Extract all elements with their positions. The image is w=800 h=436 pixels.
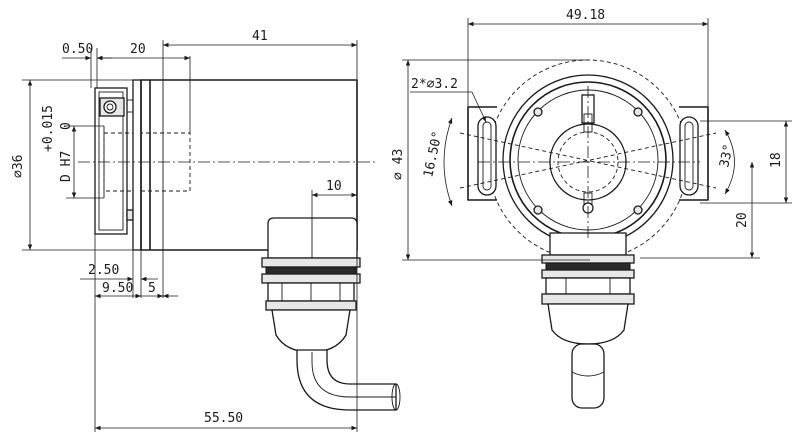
dim-41: 41	[252, 29, 268, 44]
clamp-ring-inner	[98, 91, 124, 231]
flange-plate	[132, 79, 142, 251]
gland-nut-top	[261, 257, 361, 268]
front-gland-body	[545, 277, 631, 295]
dim-49-18: 49.18	[566, 8, 605, 23]
dim-dia43: ⌀ 43	[391, 149, 406, 180]
dim-9-50: 9.50	[102, 281, 133, 296]
dim-angle-33: 33°	[717, 143, 737, 169]
dim-10: 10	[326, 179, 342, 194]
front-strain-relief	[547, 303, 629, 345]
encoder-housing	[140, 79, 358, 251]
dim-tolerance-lower: 0	[59, 122, 74, 130]
dim-20-top: 20	[130, 42, 146, 57]
tether-arm-right	[679, 106, 709, 201]
slot-right	[679, 116, 699, 196]
dim-holes: 2*⌀3.2	[411, 77, 458, 92]
gland-seal	[265, 266, 357, 275]
dim-20-right: 20	[735, 212, 750, 228]
front-view	[459, 59, 717, 409]
dim-dh7: D H7	[59, 151, 74, 182]
dim-2-50: 2.50	[88, 263, 119, 278]
connector-housing	[267, 217, 358, 259]
dim-0-50: 0.50	[62, 42, 93, 57]
side-dimensions: 0.50 20 41 10 ⌀36 +0.015 0 D H7 2.50	[11, 29, 358, 432]
tether-arm-left	[467, 106, 497, 201]
dim-55-50: 55.50	[204, 411, 243, 426]
dim-5: 5	[148, 281, 156, 296]
dim-18: 18	[769, 152, 784, 168]
clamp-screw-head-icon	[103, 100, 117, 114]
front-dimensions: 49.18 2*⌀3.2 16.50° ⌀ 43 33° 18 20	[391, 8, 792, 261]
slot-left	[477, 116, 497, 196]
strain-relief	[271, 309, 351, 353]
dim-tolerance-upper: +0.015	[41, 105, 56, 152]
side-view	[78, 79, 401, 411]
dim-dia36: ⌀36	[11, 155, 26, 178]
dim-angle-16-50: 16.50°	[421, 130, 445, 179]
